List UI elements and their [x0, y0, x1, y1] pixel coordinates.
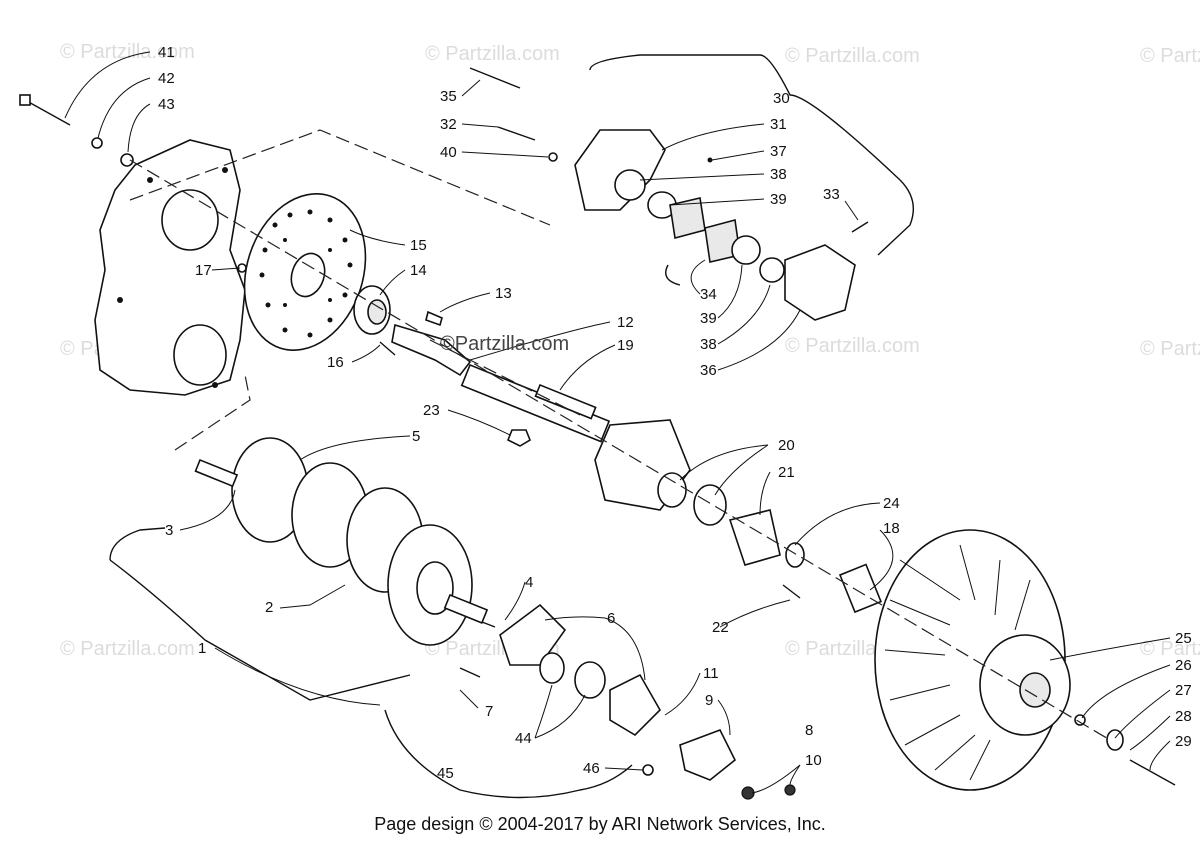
callout-39: 39 [700, 310, 717, 327]
callout-13: 13 [495, 285, 512, 302]
callout-31: 31 [770, 116, 787, 133]
callout-24: 24 [883, 495, 900, 512]
callout-41: 41 [158, 44, 175, 61]
callout-15: 15 [410, 237, 427, 254]
callout-22: 22 [712, 619, 729, 636]
lower-bearing-assembly [499, 603, 796, 800]
gear-case-housing [94, 139, 246, 396]
callout-38: 38 [700, 336, 717, 353]
callout-40: 40 [440, 144, 457, 161]
watermark: © Partzilla.com [785, 45, 920, 67]
callout-28: 28 [1175, 708, 1192, 725]
brake-disc [243, 193, 367, 351]
copyright-footer: Page design © 2004-2017 by ARI Network S… [374, 814, 826, 834]
callout-2: 2 [265, 599, 273, 616]
callout-26: 26 [1175, 657, 1192, 674]
assembly-lines [129, 129, 1111, 741]
bearings-flanges [594, 419, 882, 614]
callout-39: 39 [770, 191, 787, 208]
watermark: © Partzilla.com [60, 638, 195, 660]
callout-10: 10 [805, 752, 822, 769]
callout-12: 12 [617, 314, 634, 331]
callout-14: 14 [410, 262, 427, 279]
callout-11: 11 [703, 665, 719, 682]
callout-7: 7 [485, 703, 493, 720]
callout-23: 23 [423, 402, 440, 419]
callout-42: 42 [158, 70, 175, 87]
callout-35: 35 [440, 88, 457, 105]
callout-29: 29 [1175, 733, 1192, 750]
callout-21: 21 [778, 464, 795, 481]
callout-32: 32 [440, 116, 457, 133]
callout-20: 20 [778, 437, 795, 454]
callout-45: 45 [437, 765, 454, 782]
bracket-lines [109, 54, 914, 799]
callout-5: 5 [412, 428, 420, 445]
callout-9: 9 [705, 692, 713, 709]
watermark: © Partzilla.com [425, 43, 560, 65]
callout-19: 19 [617, 337, 634, 354]
callout-34: 34 [700, 286, 717, 303]
watermark: © Partzilla.com [60, 41, 195, 63]
center-watermark: ©Partzilla.com [440, 333, 569, 355]
callout-4: 4 [525, 574, 533, 591]
brake-hub [353, 285, 391, 335]
callout-38: 38 [770, 166, 787, 183]
callout-6: 6 [607, 610, 615, 627]
fasteners [19, 67, 1176, 786]
callout-37: 37 [770, 143, 787, 160]
callout-1: 1 [198, 640, 206, 657]
watermark: © Partzilla.com [1140, 45, 1200, 67]
callout-18: 18 [883, 520, 900, 537]
callout-44: 44 [515, 730, 532, 747]
callout-16: 16 [327, 354, 344, 371]
watermark: © Partzilla.com [785, 335, 920, 357]
leader-lines [64, 51, 1171, 794]
callout-25: 25 [1175, 630, 1192, 647]
callout-17: 17 [195, 262, 212, 279]
brake-caliper-upper [574, 129, 856, 321]
callout-46: 46 [583, 760, 600, 777]
callout-labels: 41 42 43 35 32 40 30 31 37 38 39 33 15 1… [158, 44, 1192, 782]
clutch-pulley [874, 529, 1124, 791]
callout-8: 8 [805, 722, 813, 739]
watermark: © Partzilla.com [1140, 338, 1200, 360]
watermark: © Partzilla.com [1140, 638, 1200, 660]
callout-3: 3 [165, 522, 173, 539]
callout-43: 43 [158, 96, 175, 113]
callout-33: 33 [823, 186, 840, 203]
callout-36: 36 [700, 362, 717, 379]
drive-sprockets [194, 437, 489, 646]
callout-27: 27 [1175, 682, 1192, 699]
callout-30: 30 [773, 90, 790, 107]
driveshaft [391, 323, 611, 443]
